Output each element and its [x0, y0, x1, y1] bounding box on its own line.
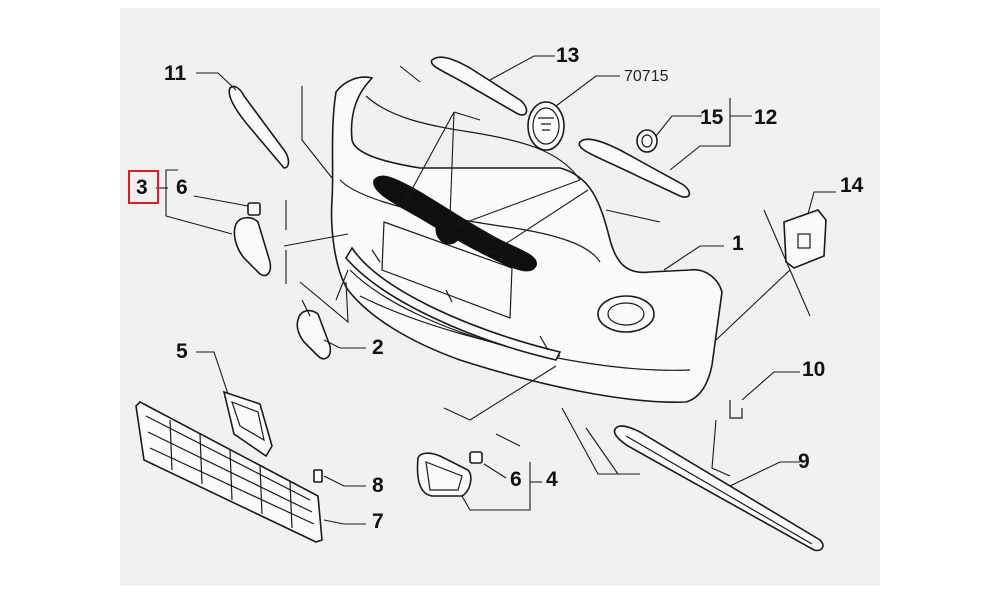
clip-part-8: [313, 469, 323, 483]
label-2: 2: [372, 336, 384, 359]
label-6-upper: 6: [176, 176, 188, 199]
lower-cover-left: [222, 390, 273, 458]
lower-cover-right: [416, 451, 483, 497]
label-part-number: 70715: [624, 68, 669, 85]
label-3: 3: [136, 176, 148, 199]
label-10: 10: [802, 358, 825, 381]
label-14: 14: [840, 174, 864, 197]
label-7: 7: [372, 510, 384, 533]
tow-hook-cover-upper: [233, 202, 272, 277]
label-1: 1: [732, 232, 744, 255]
bumper-logo-mount: [435, 213, 463, 245]
chrome-trim-right: [578, 138, 691, 198]
leader-lines: [156, 55, 836, 525]
label-3-highlight-box: [128, 170, 159, 204]
hook-part-10: [729, 400, 743, 419]
label-15: 15: [700, 106, 724, 129]
label-8: 8: [372, 474, 384, 497]
small-cover-part-2: [296, 299, 332, 360]
fiat-emblem: [527, 101, 565, 151]
front-bumper: [330, 76, 723, 404]
lower-grille-mesh: [135, 401, 323, 543]
label-4: 4: [546, 468, 558, 491]
label-6-lower: 6: [510, 468, 522, 491]
mounting-bracket: [783, 209, 827, 269]
badge-clip: [636, 129, 658, 153]
label-13: 13: [556, 44, 579, 67]
label-9: 9: [798, 450, 810, 473]
label-11: 11: [164, 62, 187, 85]
left-trim-strip: [228, 85, 290, 169]
lower-side-strip: [613, 425, 824, 552]
upper-trim-strip: [430, 56, 528, 116]
label-12: 12: [754, 106, 777, 129]
label-5: 5: [176, 340, 188, 363]
